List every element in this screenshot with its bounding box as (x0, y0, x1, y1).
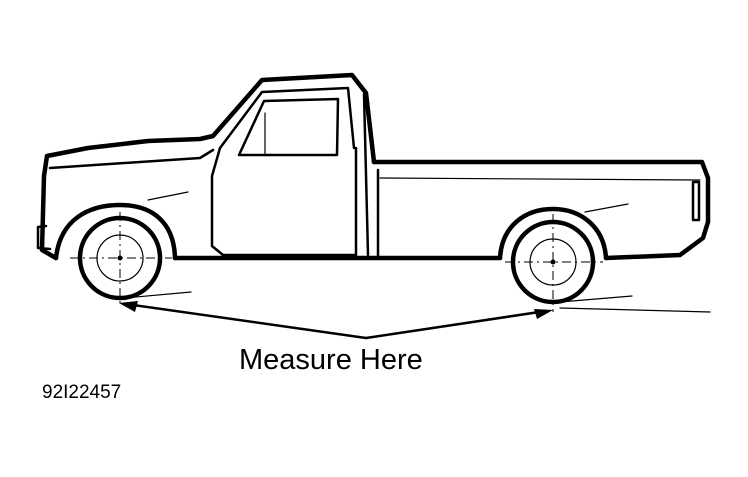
rear-wheel (505, 214, 603, 312)
rear-arrowhead (534, 309, 553, 319)
truck-body (36, 72, 711, 261)
front-wheel (70, 212, 172, 306)
front-arrowhead (119, 301, 138, 312)
measure-here-caption: Measure Here (239, 344, 423, 376)
figure-id-label: 92I22457 (42, 382, 122, 403)
ground-reference-lines (124, 291, 711, 313)
measure-pointer-lines (119, 301, 553, 340)
